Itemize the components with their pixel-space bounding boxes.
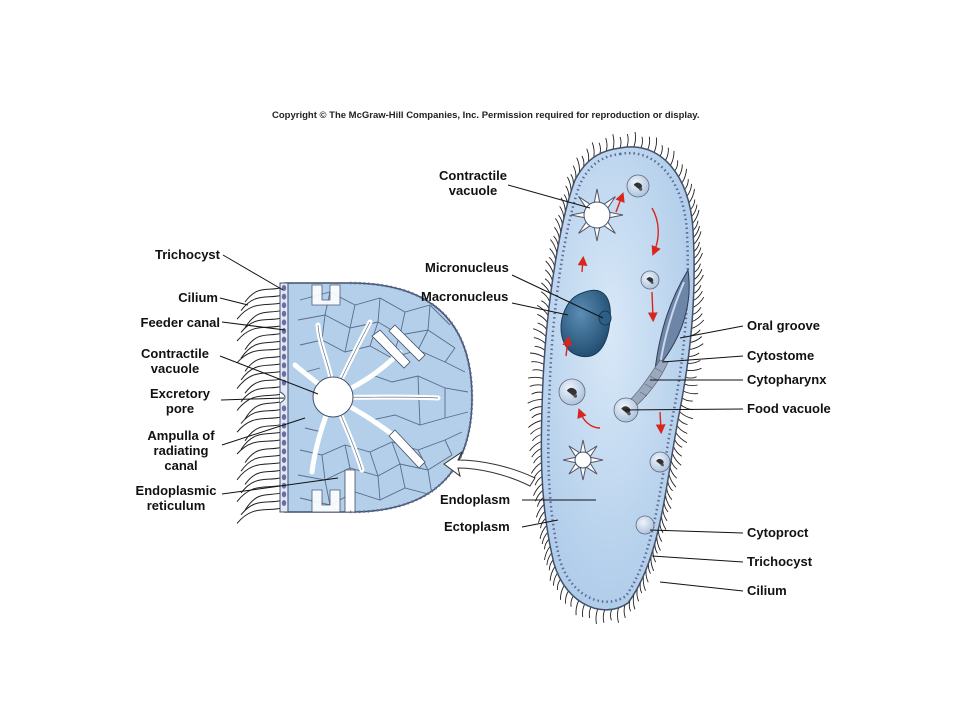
label-endoplasmic-reticulum: Endoplasmic reticulum [135, 483, 217, 513]
paramecium-cell [527, 131, 705, 625]
cell-pellicle [547, 151, 689, 603]
label-trichocyst-cell: Trichocyst [747, 554, 813, 569]
label-contractile-vacuole-cell: Contractile vacuole [439, 168, 507, 198]
label-feeder-canal: Feeder canal [140, 315, 221, 330]
cytopharynx-hatching [639, 367, 663, 397]
copyright-notice: Copyright © The McGraw-Hill Companies, I… [272, 110, 700, 121]
label-oral-groove: Oral groove [747, 318, 820, 333]
label-excretory-pore: Excretory pore [150, 386, 210, 416]
detail-section [236, 281, 474, 524]
label-ampulla: Ampulla of radiating canal [147, 428, 215, 473]
cyclosis-arrows [562, 192, 666, 435]
excretory-pore [279, 391, 286, 404]
label-cilium-detail: Cilium [178, 290, 218, 305]
contractile-vacuole-bottom [562, 439, 604, 481]
label-cilium-cell: Cilium [747, 583, 787, 598]
macronucleus [560, 289, 611, 358]
micronucleus [598, 310, 612, 326]
label-endoplasm: Endoplasm [440, 492, 511, 507]
label-cytostome: Cytostome [747, 348, 815, 363]
label-macronucleus: Macronucleus [421, 289, 509, 304]
label-cytoproct: Cytoproct [747, 525, 809, 540]
label-micronucleus: Micronucleus [425, 260, 509, 275]
cytoproct-vacuole [635, 515, 655, 535]
label-food-vacuole: Food vacuole [747, 401, 831, 416]
oral-groove-lining [659, 281, 685, 366]
label-trichocyst-detail: Trichocyst [154, 247, 220, 262]
cell-leader-lines [507, 184, 744, 592]
label-contractile-vacuole-detail: Contractile vacuole [141, 346, 209, 376]
feeder-canals [311, 284, 426, 513]
detail-trichocysts [281, 285, 287, 506]
contractile-vacuole-top [570, 188, 624, 242]
zoom-arrow [443, 450, 536, 487]
label-cytopharynx: Cytopharynx [747, 372, 827, 387]
label-ectoplasm: Ectoplasm [444, 519, 510, 534]
detail-cilia [236, 287, 281, 524]
detail-leader-lines [219, 254, 339, 495]
detail-contractile-vacuole [312, 376, 354, 418]
